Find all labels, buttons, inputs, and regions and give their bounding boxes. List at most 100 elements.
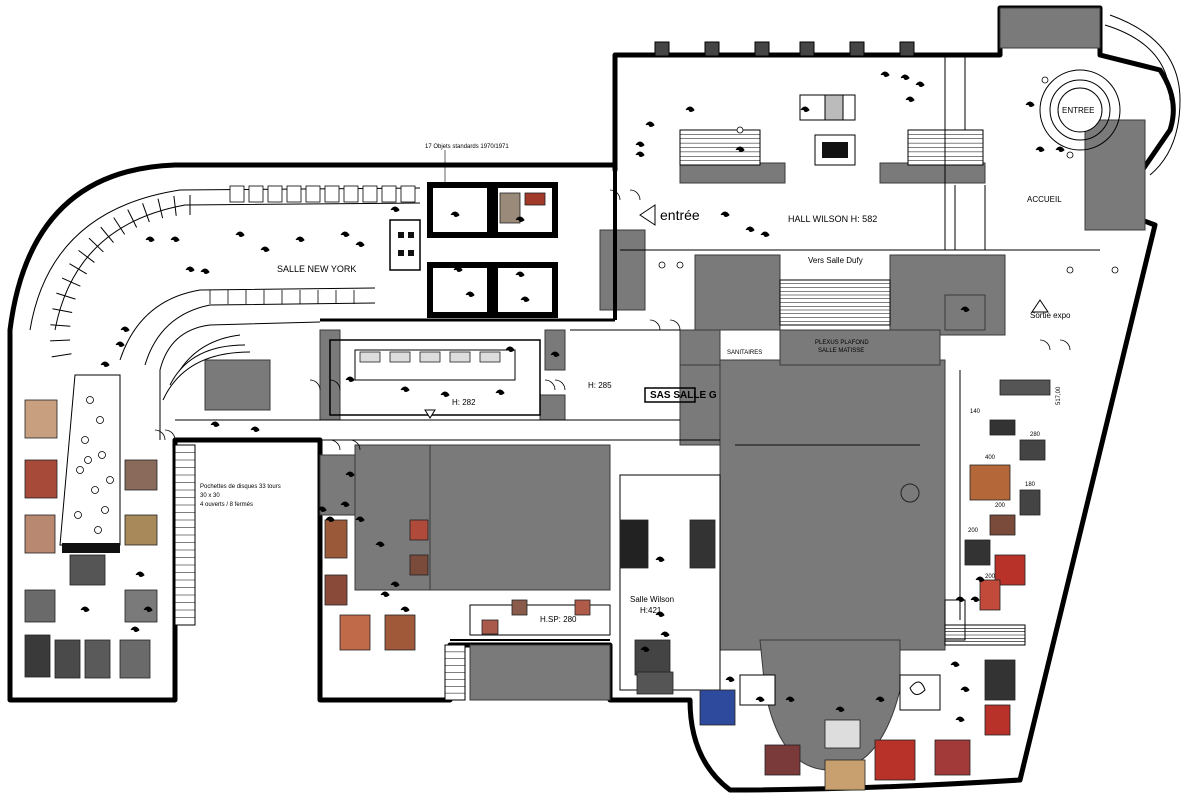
radial-panel — [173, 195, 177, 216]
visitor-swirl-path — [440, 391, 450, 397]
artwork — [24, 514, 56, 554]
objets-cabinets — [389, 182, 558, 318]
door-swing-icon — [544, 379, 556, 391]
wall-notch — [654, 41, 670, 57]
radial-panel — [52, 308, 73, 314]
visitor-swirl-icon — [235, 231, 245, 237]
column-dot — [676, 261, 684, 269]
visitor-swirl-icon — [325, 516, 335, 522]
display-dot — [81, 436, 89, 444]
visitor-swirl-icon — [375, 541, 385, 547]
marker-triangle-icon — [424, 409, 436, 419]
visitor-swirl-icon — [260, 246, 270, 252]
radial-panel — [69, 263, 87, 275]
visitor-swirl-icon — [400, 386, 410, 392]
visitor-swirl-path — [960, 686, 970, 692]
visitor-swirl-icon — [380, 591, 390, 597]
visitor-swirl-path — [515, 216, 525, 222]
visitor-swirl-path — [235, 231, 245, 237]
radial-panel — [61, 277, 81, 287]
visitor-swirl-icon — [130, 626, 140, 632]
artwork — [389, 351, 411, 363]
visitor-swirl-icon — [250, 426, 260, 432]
visitor-swirl-icon — [550, 351, 560, 357]
visitor-swirl-path — [390, 206, 400, 212]
visitor-swirl-path — [465, 291, 475, 297]
wall-notch — [704, 41, 720, 57]
column-dot — [1041, 76, 1049, 84]
visitor-swirl-path — [685, 106, 695, 112]
door-swing-icon — [329, 379, 341, 391]
door-swing-icon — [649, 319, 661, 331]
visitor-swirl-icon — [295, 236, 305, 242]
visitor-swirl-icon — [635, 141, 645, 147]
label-plexus: PLEXUS PLAFOND — [815, 340, 869, 346]
wall-notch — [754, 41, 770, 57]
visitor-swirl-path — [450, 211, 460, 217]
visitor-swirl-path — [115, 341, 125, 347]
visitor-swirl-path — [955, 716, 965, 722]
visitor-swirl-path — [550, 351, 560, 357]
artwork — [984, 704, 1011, 736]
artwork — [324, 574, 348, 606]
artwork — [964, 539, 991, 566]
visitor-swirl-path — [1035, 146, 1045, 152]
visitor-swirl-path — [495, 389, 505, 395]
visitor-swirl-path — [520, 296, 530, 302]
visitor-swirl-path — [635, 151, 645, 157]
visitor-swirl-icon — [800, 106, 810, 112]
visitor-swirl-path — [250, 426, 260, 432]
radial-panel — [142, 203, 150, 223]
visitor-swirl-icon — [355, 516, 365, 522]
dim-label-2: 280 — [1030, 432, 1041, 438]
visitor-swirl-icon — [145, 236, 155, 242]
wall-panel — [305, 185, 321, 203]
artwork — [999, 379, 1051, 396]
visitor-swirl-path — [955, 596, 965, 602]
interior-walls — [175, 55, 1100, 711]
visitor-swirl-icon — [135, 571, 145, 577]
radial-panel — [56, 292, 76, 300]
visitor-swirl-path — [725, 676, 735, 682]
artwork — [24, 589, 56, 623]
radial-panel — [100, 226, 114, 243]
visitor-markers — [80, 71, 1065, 722]
visitor-swirl-path — [325, 516, 335, 522]
artwork — [574, 599, 591, 616]
label-entree: ENTREE — [1062, 106, 1094, 115]
display-dot — [106, 476, 114, 484]
artwork — [339, 614, 371, 651]
annotation-pochettes-1: Pochettes de disques 33 tours — [200, 484, 281, 490]
artwork — [989, 419, 1016, 436]
visitor-swirl-icon — [120, 326, 130, 332]
visitor-swirl-path — [1055, 146, 1065, 152]
label-sortie-expo: Sortie expo — [1030, 311, 1071, 320]
artwork — [824, 759, 866, 791]
visitor-swirl-icon — [640, 646, 650, 652]
visitor-swirl-icon — [210, 421, 220, 427]
visitor-swirl-icon — [880, 71, 890, 77]
visitor-swirl-icon — [143, 606, 153, 612]
visitor-swirl-icon — [515, 271, 525, 277]
artwork — [979, 579, 1001, 611]
visitor-swirl-icon — [345, 471, 355, 477]
visitor-swirl-path — [340, 231, 350, 237]
door-swing-icon — [164, 429, 176, 441]
visitor-swirl-path — [900, 74, 910, 80]
visitor-swirl-icon — [340, 231, 350, 237]
visitor-swirl-icon — [345, 376, 355, 382]
visitor-swirl-icon — [900, 74, 910, 80]
wall-panel — [248, 185, 264, 203]
visitor-swirl-path — [655, 556, 665, 562]
artwork — [984, 659, 1016, 701]
dim-label-4: 180 — [1025, 482, 1036, 488]
visitor-swirl-icon — [200, 268, 210, 274]
label-sas-salle: SAS SALLE G — [650, 390, 717, 401]
column-dot — [1066, 151, 1074, 159]
artwork — [409, 554, 429, 576]
curved-panels — [29, 187, 421, 440]
visitor-swirl-path — [800, 106, 810, 112]
visitor-swirl-path — [340, 501, 350, 507]
display-dot — [91, 486, 99, 494]
